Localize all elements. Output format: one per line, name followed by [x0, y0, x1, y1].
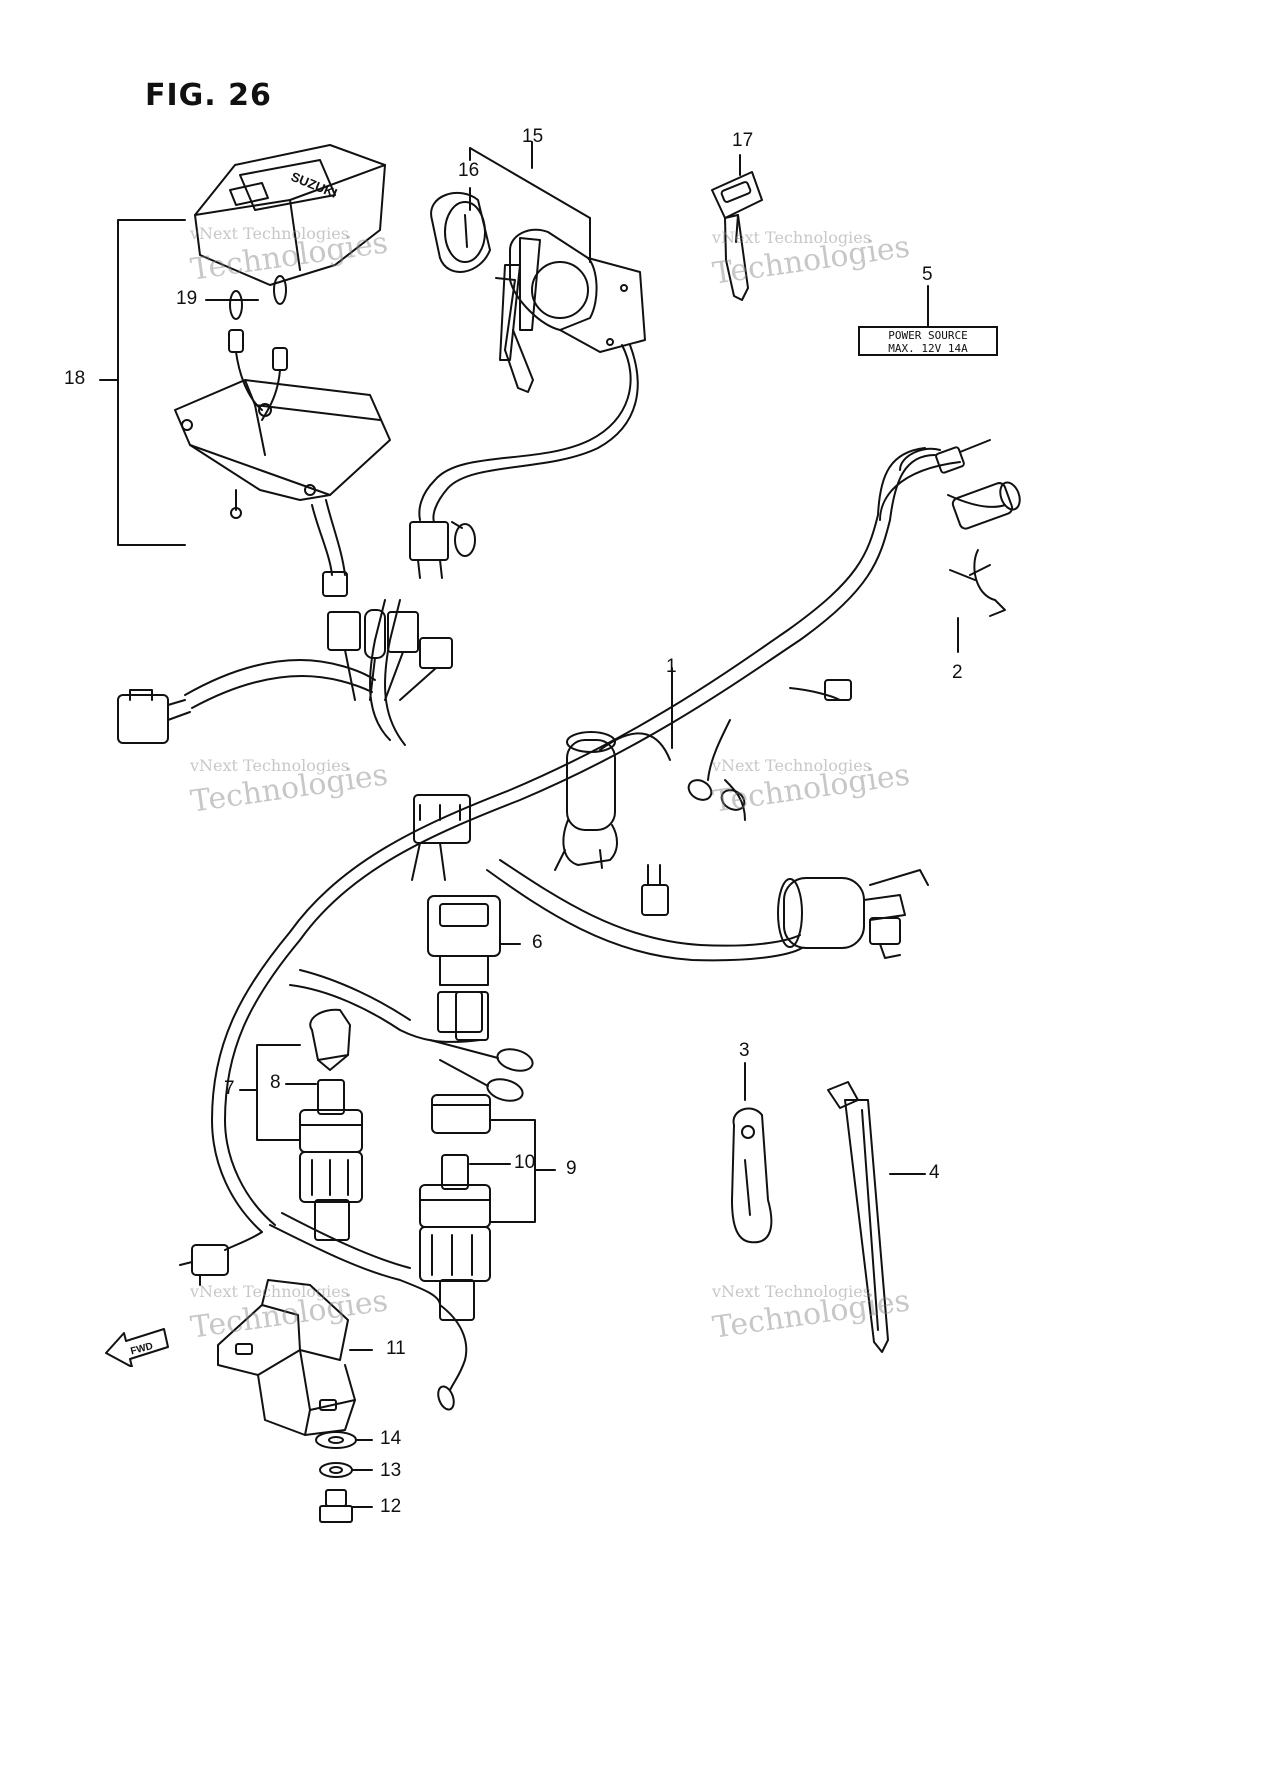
figure-title: FIG. 26 [145, 78, 272, 113]
callout-9: 9 [566, 1158, 577, 1179]
callout-6: 6 [532, 932, 543, 953]
main-wiring-harness [117, 439, 1021, 1233]
callout-13: 13 [380, 1460, 402, 1481]
callout-11: 11 [386, 1338, 406, 1359]
callout-18: 18 [64, 368, 86, 389]
fwd-arrow-icon: FWD [104, 1323, 170, 1372]
callout-7: 7 [224, 1078, 235, 1099]
callout-19: 19 [176, 288, 198, 309]
fuse-holder-7 [299, 1008, 363, 1241]
hardware-stack [315, 1431, 373, 1523]
callout-18-bracket [99, 219, 259, 546]
callout-8: 8 [270, 1072, 281, 1093]
callout-1: 1 [666, 656, 677, 677]
callout-10: 10 [514, 1152, 536, 1173]
callout-leaders [499, 617, 959, 945]
cover-logo-text: SUZUKI [289, 169, 339, 201]
callout-14: 14 [380, 1428, 402, 1449]
callout-12: 12 [380, 1496, 402, 1517]
callout-15-bracket [469, 141, 591, 263]
callout-16: 16 [458, 160, 480, 181]
callout-15: 15 [522, 126, 544, 147]
callout-5: 5 [922, 264, 933, 285]
ignition-switch-assembly [409, 191, 646, 579]
cable-tie-part-4 [827, 1081, 926, 1353]
callout-4: 4 [929, 1162, 940, 1183]
clamp-part-3 [731, 1062, 773, 1244]
power-source-line1: POWER SOURCE [888, 329, 968, 342]
handlebar-switch-assembly: SUZUKI [174, 144, 391, 597]
mounting-bracket-11 [217, 1279, 373, 1436]
fuse-holder-9 [419, 1094, 491, 1321]
callout-2: 2 [952, 662, 963, 683]
callout-7-bracket [239, 1044, 317, 1141]
callout-17: 17 [732, 130, 754, 151]
callout-9-bracket [469, 1119, 556, 1223]
harness-lower-branch [179, 1212, 468, 1411]
power-source-line2: MAX. 12V 14A [888, 342, 968, 355]
power-source-label: POWER SOURCE MAX. 12V 14A [858, 326, 998, 356]
key-part [711, 154, 763, 301]
callout-3: 3 [739, 1040, 750, 1061]
